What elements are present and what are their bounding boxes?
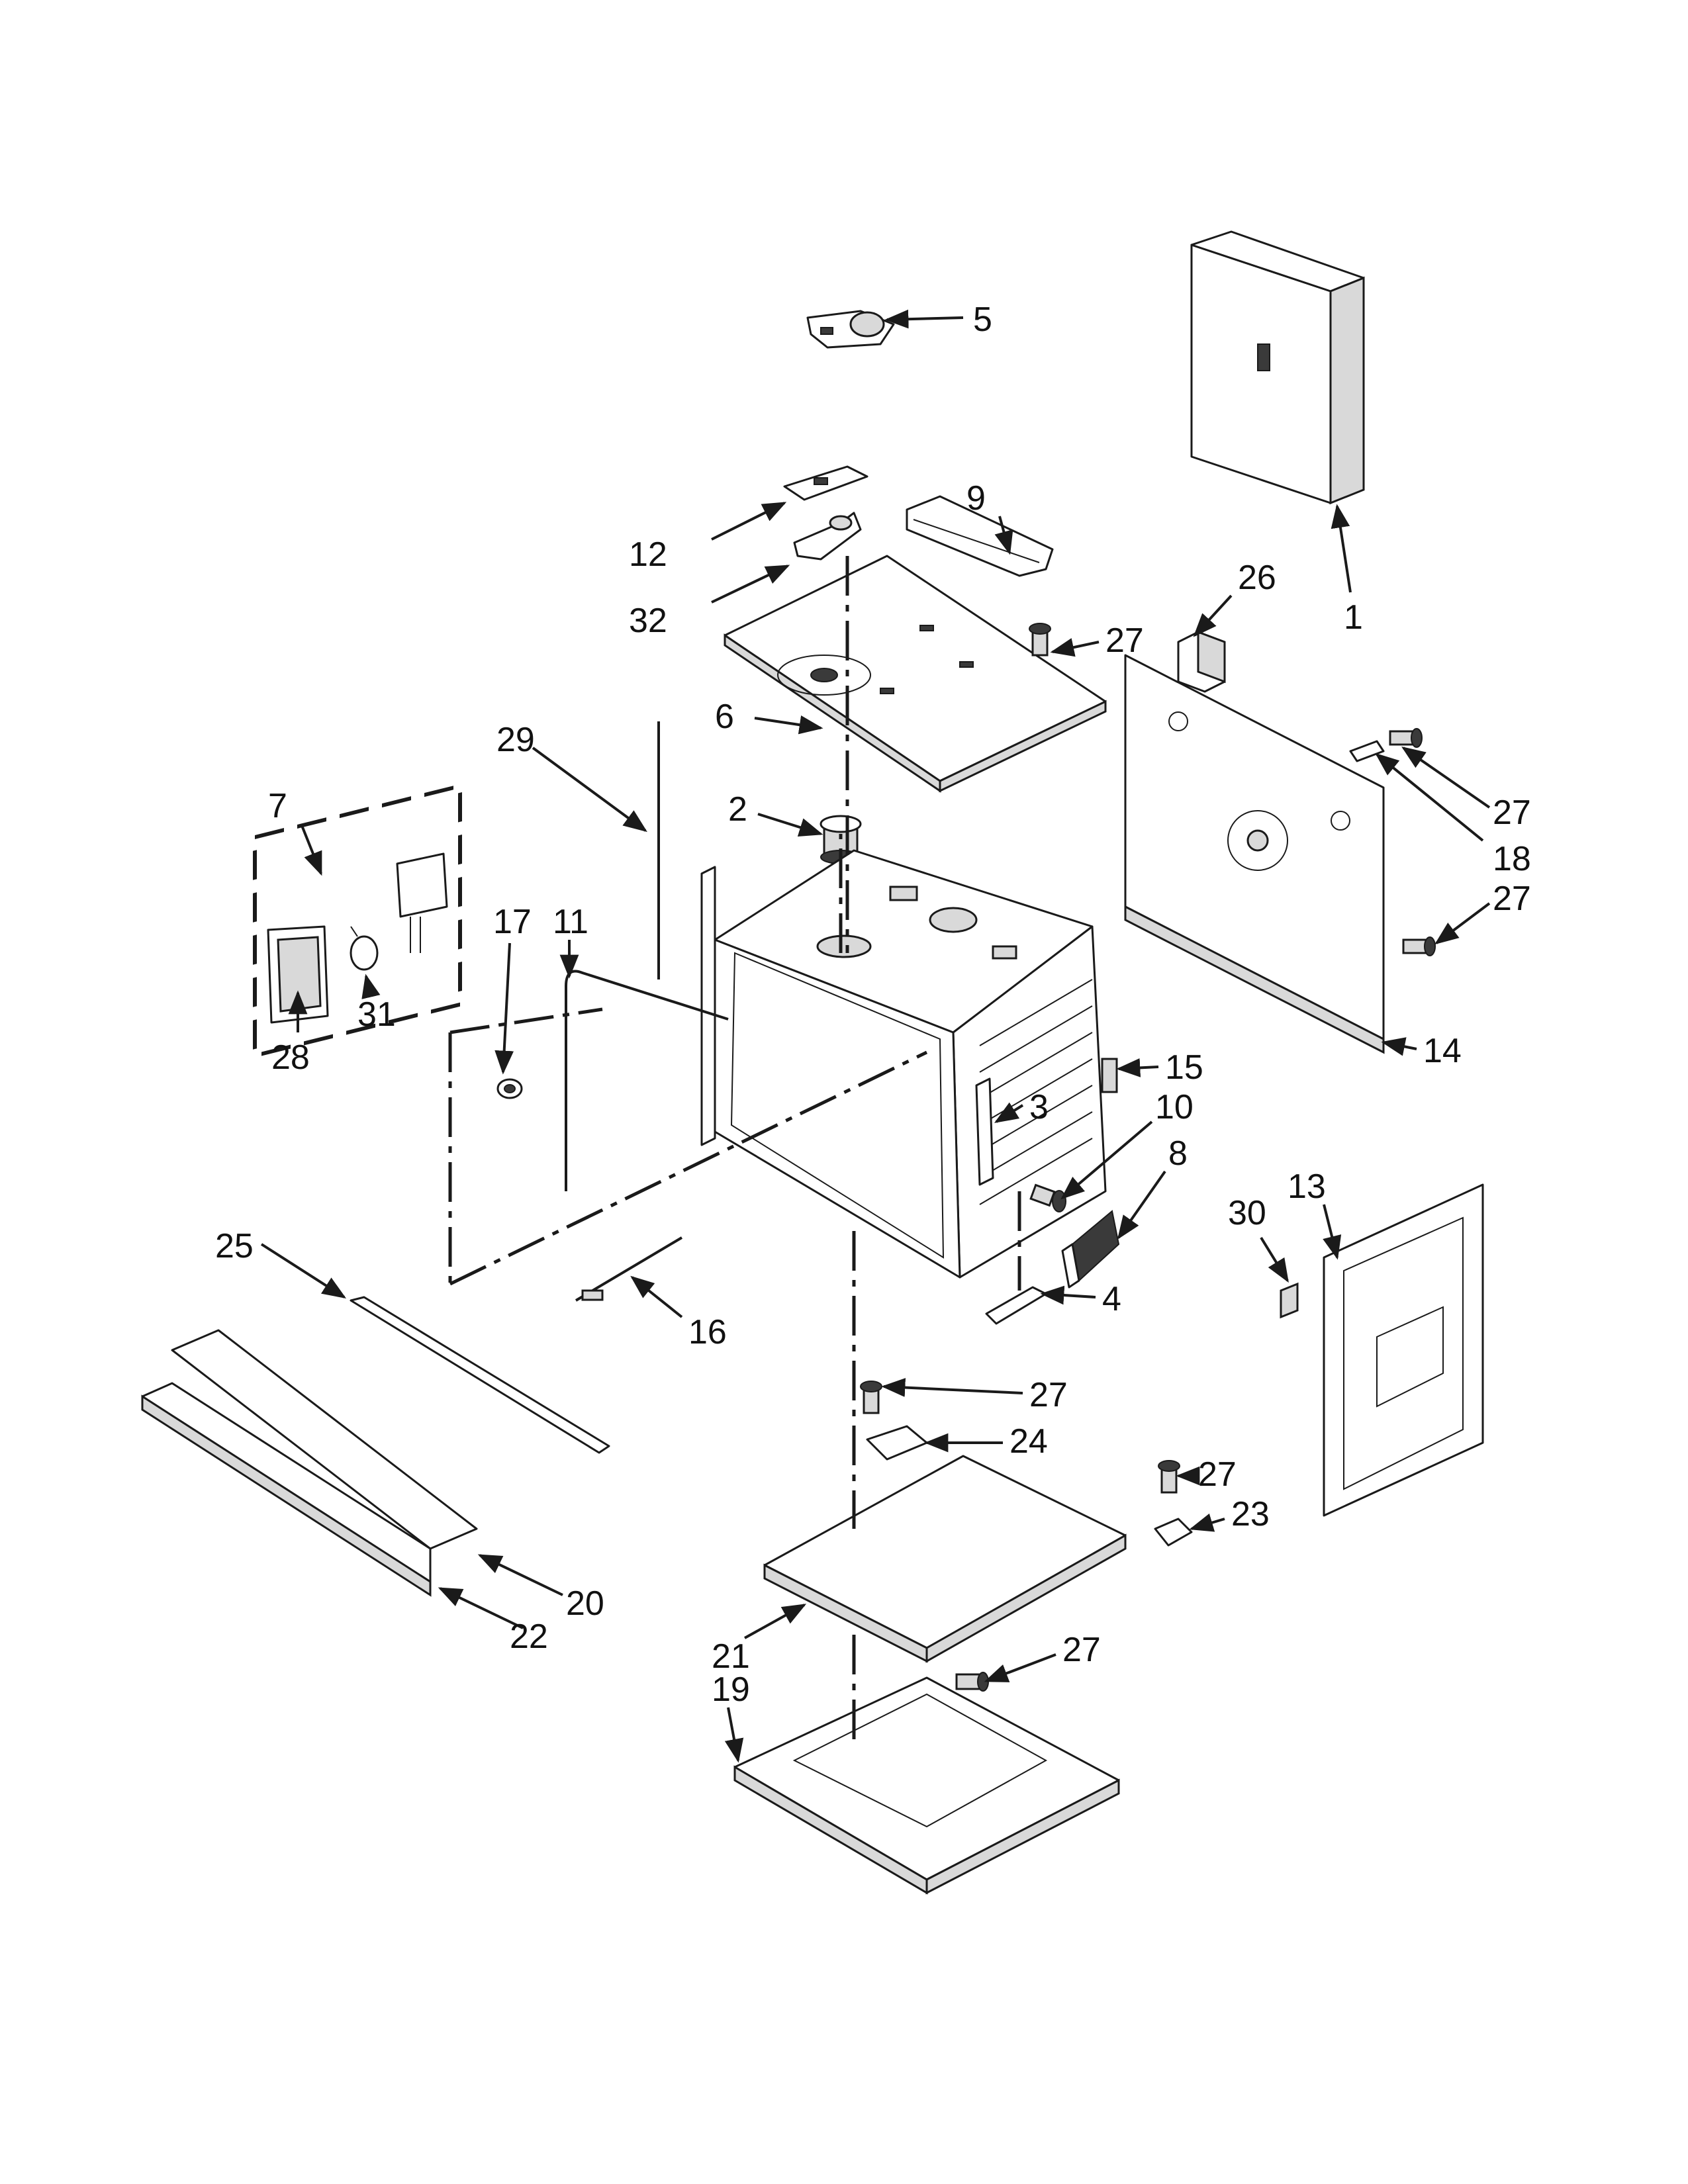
callout-25: 25 (215, 1227, 254, 1265)
part-screw-24 (860, 1381, 882, 1414)
callout-28: 28 (271, 1038, 310, 1077)
part-front-rail-20 (171, 1329, 478, 1550)
callout-4: 4 (1102, 1280, 1121, 1318)
callout-27-bottom: 27 (1062, 1631, 1101, 1669)
callout-27-right-lower: 27 (1493, 880, 1531, 918)
part-bottom-pan-19 (733, 1676, 1120, 1895)
callout-24: 24 (1009, 1422, 1048, 1461)
part-screw-top (1029, 623, 1051, 657)
callout-27-right-upper: 27 (1493, 794, 1531, 832)
part-screw-right-lower (1402, 936, 1436, 956)
callout-19: 19 (712, 1670, 750, 1709)
callout-16: 16 (688, 1313, 727, 1351)
part-top-rail (906, 495, 1054, 577)
part-bracket-23 (1154, 1518, 1193, 1547)
part-screw-21 (955, 1672, 989, 1692)
part-side-bracket (975, 1077, 994, 1186)
part-rear-panel (1190, 230, 1365, 505)
part-knob-31 (350, 926, 379, 971)
part-vent-grille (1061, 1210, 1120, 1289)
callout-labels: 1 2 3 4 5 6 7 8 9 10 11 12 13 14 15 16 1… (215, 300, 1531, 1709)
callout-27-top: 27 (1105, 621, 1144, 660)
callout-5: 5 (973, 300, 992, 339)
phantom-lines (448, 556, 1021, 1741)
callout-8: 8 (1168, 1134, 1188, 1173)
part-plug (496, 1078, 523, 1099)
part-bottom-panel-21 (763, 1455, 1127, 1663)
part-temperature-sensor (575, 1236, 683, 1302)
callout-1: 1 (1344, 598, 1363, 637)
callout-27-mid: 27 (1029, 1376, 1068, 1414)
part-bottom-bracket (985, 1286, 1047, 1325)
callout-26: 26 (1238, 559, 1276, 597)
callout-11: 11 (553, 903, 588, 941)
callout-27-bracket: 27 (1198, 1455, 1237, 1494)
part-screw-23 (1158, 1460, 1180, 1494)
callout-29: 29 (496, 721, 535, 759)
callout-3: 3 (1029, 1088, 1049, 1126)
callout-6: 6 (715, 698, 734, 736)
part-bracket-24 (866, 1425, 928, 1461)
callout-15: 15 (1165, 1048, 1203, 1087)
callout-20: 20 (566, 1584, 604, 1623)
callout-9: 9 (966, 479, 986, 518)
callout-23: 23 (1231, 1495, 1270, 1533)
callout-31: 31 (357, 995, 396, 1034)
callout-7: 7 (268, 787, 287, 825)
callout-14: 14 (1423, 1032, 1462, 1070)
part-screw-right-upper (1389, 728, 1423, 748)
part-front-rail-22 (141, 1382, 432, 1597)
callout-32: 32 (629, 602, 667, 640)
callout-13: 13 (1288, 1167, 1326, 1206)
callout-2: 2 (728, 790, 747, 829)
callout-22: 22 (510, 1617, 548, 1656)
part-control-kit-group (253, 783, 462, 1058)
part-clip (1280, 1282, 1299, 1319)
callout-leaders (260, 309, 1491, 1763)
part-top-bracket (783, 465, 868, 501)
part-card (396, 852, 448, 953)
part-side-mount-bracket (1177, 630, 1226, 693)
callout-21: 21 (712, 1637, 750, 1676)
part-trim-strip (350, 1296, 610, 1454)
part-screw-10 (1029, 1183, 1066, 1212)
callout-18: 18 (1493, 840, 1531, 878)
callout-10: 10 (1155, 1088, 1194, 1126)
callout-17: 17 (493, 903, 532, 941)
part-side-connector (1101, 1058, 1118, 1093)
part-top-panel (724, 555, 1107, 793)
part-switch-assembly (806, 310, 895, 349)
part-right-cover-panel (1323, 1183, 1484, 1517)
part-hinge-pin (1349, 740, 1385, 762)
part-right-side-panel (1124, 654, 1385, 1054)
callout-30: 30 (1228, 1194, 1266, 1232)
part-fan-bracket (793, 512, 862, 561)
callout-12: 12 (629, 535, 667, 574)
